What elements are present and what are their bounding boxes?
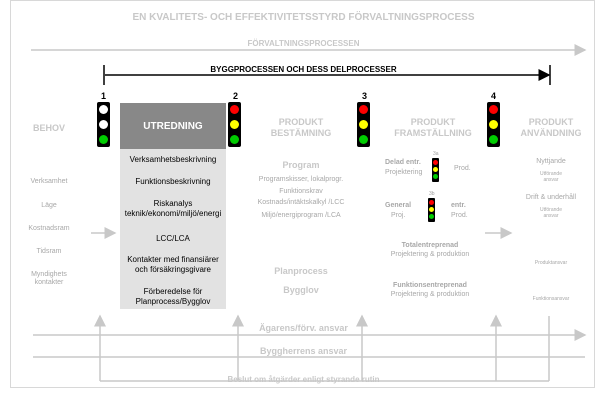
utredning-item: Verksamhetsbeskrivning bbox=[129, 155, 217, 164]
funktionsansvar-label: Funktionsansvar bbox=[532, 296, 570, 302]
gate-number-1: 1 bbox=[101, 91, 107, 101]
utredning-item: Funktionsbeskrivning bbox=[135, 177, 211, 186]
phase-produkt-anvandning: PRODUKT ANVÄNDNING bbox=[506, 117, 594, 139]
red-lamp bbox=[433, 160, 438, 165]
management-process-label: FÖRVALTNINGSPROCESSEN bbox=[247, 39, 360, 48]
production-label: Prod. bbox=[451, 212, 468, 219]
decision-label: Beslut om åtgärder enligt styrande rutin bbox=[227, 375, 380, 384]
gate-4-traffic-light bbox=[487, 102, 500, 147]
totalentreprenad-sub: Projektering & produktion bbox=[390, 251, 470, 258]
funktionsentreprenad-sub: Projektering & produktion bbox=[390, 291, 470, 298]
behov-item: Verksamhet bbox=[30, 178, 68, 185]
note-line: ansvar bbox=[543, 177, 559, 183]
white-lamp bbox=[99, 105, 108, 114]
phase-line: ANVÄNDNING bbox=[520, 128, 582, 138]
utredning-box: Verksamhetsbeskrivning Funktionsbeskrivn… bbox=[120, 149, 226, 309]
yellow-lamp bbox=[489, 120, 498, 129]
totalentreprenad-label: Totalentreprenad bbox=[401, 242, 459, 249]
program-item: Kostnads/intäktskalkyl /LCC bbox=[257, 199, 345, 206]
red-lamp bbox=[230, 105, 239, 114]
sub-gate-3a: 3a bbox=[433, 151, 439, 157]
yellow-lamp bbox=[359, 120, 368, 129]
behov-item: kontakter bbox=[34, 279, 64, 286]
yellow-lamp bbox=[429, 207, 434, 212]
utredning-item: LCC/LCA bbox=[156, 234, 190, 243]
note-line: Utförande bbox=[540, 171, 562, 177]
utredning-item: Riskanalys bbox=[153, 199, 193, 208]
entreprenad-label: entr. bbox=[451, 202, 466, 209]
utredning-item: Planprocess/Bygglov bbox=[135, 297, 211, 306]
green-lamp bbox=[433, 174, 438, 179]
note-line: Utförande bbox=[540, 207, 562, 213]
red-lamp bbox=[429, 200, 434, 205]
sub-gate-3b: 3b bbox=[429, 191, 435, 197]
utredning-header: UTREDNING bbox=[120, 103, 226, 149]
production-label: Prod. bbox=[454, 165, 471, 172]
projektering-short-label: Proj. bbox=[391, 212, 406, 219]
behov-item: Läge bbox=[41, 202, 57, 209]
utredning-item: och försäkringsgivare bbox=[134, 265, 212, 274]
utredning-item: Förberedelse för bbox=[143, 287, 203, 296]
green-lamp bbox=[429, 214, 434, 219]
green-lamp bbox=[230, 135, 239, 144]
delad-entreprenad-label: Delad entr. bbox=[385, 159, 421, 166]
phase-line: PRODUKT bbox=[278, 117, 324, 127]
funktionsentreprenad-label: Funktionsentreprenad bbox=[393, 282, 467, 289]
phase-line: FRAMSTÄLLNING bbox=[394, 128, 472, 138]
bygglov-label: Bygglov bbox=[283, 285, 319, 295]
phase-line: PRODUKT bbox=[410, 117, 456, 127]
phase-behov: BEHOV bbox=[33, 123, 66, 133]
anvandning-drift: Drift & underhåll bbox=[525, 194, 577, 201]
red-lamp bbox=[359, 105, 368, 114]
gate-1-traffic-light bbox=[97, 102, 110, 147]
yellow-lamp bbox=[230, 120, 239, 129]
client-responsibility-label: Byggherrens ansvar bbox=[259, 346, 348, 356]
phase-produkt-bestamning: PRODUKT BESTÄMNING bbox=[251, 117, 351, 139]
white-lamp bbox=[99, 120, 108, 129]
utforande-ansvar-2: Utförande ansvar bbox=[511, 207, 591, 219]
building-process-label: BYGGPROCESSEN OCH DESS DELPROCESSER bbox=[210, 65, 397, 74]
gate-2-traffic-light bbox=[228, 102, 241, 147]
connector-lines bbox=[31, 44, 587, 382]
projektering-label: Projektering bbox=[385, 169, 423, 176]
diagram-title: EN KVALITETS- OCH EFFEKTIVITETSSTYRD FÖR… bbox=[132, 12, 475, 23]
utforande-ansvar-1: Utförande ansvar bbox=[511, 171, 591, 183]
diagram-frame: EN KVALITETS- OCH EFFEKTIVITETSSTYRD FÖR… bbox=[10, 0, 595, 388]
general-entreprenad-label: General bbox=[385, 202, 412, 209]
yellow-lamp bbox=[433, 167, 438, 172]
program-heading: Program bbox=[282, 160, 320, 170]
red-lamp bbox=[489, 105, 498, 114]
gate-3-traffic-light bbox=[357, 102, 370, 147]
program-item: Miljö/energiprogram /LCA bbox=[261, 212, 341, 219]
green-lamp bbox=[359, 135, 368, 144]
gate-number-2: 2 bbox=[233, 91, 239, 101]
produktansvar-label: Produktansvar bbox=[534, 260, 568, 266]
note-line: ansvar bbox=[543, 213, 559, 219]
behov-item: Tidsram bbox=[36, 248, 62, 255]
behov-item: Kostnadsram bbox=[28, 225, 70, 232]
program-item: Programskisser, lokalprogr. bbox=[258, 176, 344, 183]
phase-produkt-framstallning: PRODUKT FRAMSTÄLLNING bbox=[383, 117, 483, 139]
green-lamp bbox=[489, 135, 498, 144]
green-lamp bbox=[99, 135, 108, 144]
phase-line: BESTÄMNING bbox=[270, 128, 332, 138]
gate-number-3: 3 bbox=[362, 91, 368, 101]
utredning-item: teknik/ekonomi/miljö/energi bbox=[124, 209, 222, 218]
behov-item: Myndighets bbox=[31, 271, 67, 278]
program-item: Funktionskrav bbox=[279, 188, 323, 195]
gate-number-4: 4 bbox=[491, 91, 497, 101]
phase-line: PRODUKT bbox=[528, 117, 574, 127]
gate-3a-traffic-light bbox=[432, 158, 439, 182]
anvandning-nyttjande: Nyttjande bbox=[536, 158, 566, 165]
planprocess-label: Planprocess bbox=[274, 266, 328, 276]
utredning-item: Kontakter med finansiärer bbox=[127, 255, 219, 264]
owner-responsibility-label: Ägarens/förv. ansvar bbox=[259, 323, 348, 333]
gate-3b-traffic-light bbox=[428, 198, 435, 222]
